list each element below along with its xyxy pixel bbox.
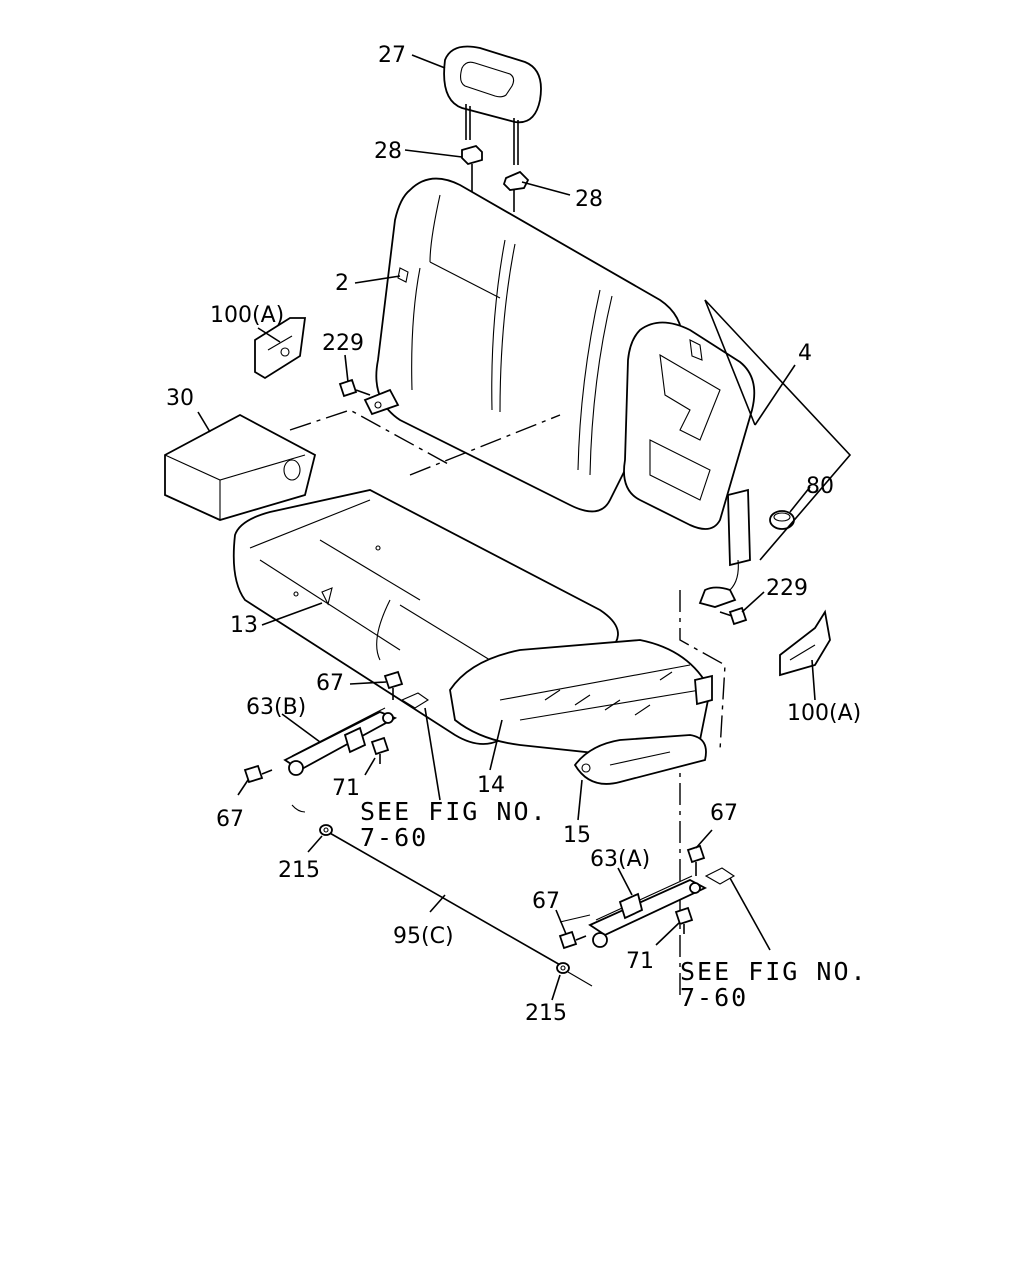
callout-67-right-top: 67 [710, 801, 738, 826]
callout-13: 13 [230, 613, 258, 638]
seat-back-part [363, 177, 684, 513]
callout-100a-right: 100(A) [787, 701, 861, 726]
callout-80: 80 [806, 474, 834, 499]
headrest-part [443, 45, 542, 165]
see-fig-reference-1-line1: SEE FIG NO. [360, 797, 548, 826]
callout-27: 27 [378, 43, 406, 68]
assembly-leader-lines [289, 409, 726, 1000]
clip-part [769, 510, 795, 530]
callout-67-left: 67 [216, 807, 244, 832]
callout-215-bottom: 215 [525, 1001, 567, 1026]
cable-95c-part [291, 804, 593, 987]
callout-229-left: 229 [322, 331, 364, 356]
seat-back-frame-part [623, 321, 756, 608]
callout-63b: 63(B) [246, 695, 306, 720]
seat-frame-part [449, 639, 713, 785]
armrest-box-part [164, 413, 317, 521]
callout-28-left: 28 [374, 139, 402, 164]
seat-rail-63a-part [559, 867, 736, 948]
callout-14: 14 [477, 773, 505, 798]
bolt-67-71-parts [243, 670, 706, 950]
see-fig-reference-2-line1: SEE FIG NO. [680, 957, 868, 986]
see-fig-reference-1-line2: 7-60 [360, 823, 428, 852]
callout-15: 15 [563, 823, 591, 848]
callout-28-right: 28 [575, 187, 603, 212]
callout-30: 30 [166, 386, 194, 411]
cover-100a-parts [254, 317, 831, 677]
figure-references: SEE FIG NO. 7-60 SEE FIG NO. 7-60 [360, 797, 868, 1012]
callout-63a: 63(A) [590, 847, 650, 872]
callout-100a-left: 100(A) [210, 303, 284, 328]
callout-67-right-left: 67 [532, 889, 560, 914]
callout-71-right: 71 [626, 949, 654, 974]
callout-71-left: 71 [332, 776, 360, 801]
see-fig-reference-2-line2: 7-60 [680, 983, 748, 1012]
seat-rail-63b-part [283, 692, 430, 776]
callout-95c: 95(C) [393, 924, 454, 949]
callout-215-top: 215 [278, 858, 320, 883]
callout-labels: 27 28 28 2 100(A) 229 30 4 80 229 13 100… [166, 43, 861, 1026]
callout-2: 2 [335, 271, 349, 296]
callout-leader-lines [197, 54, 852, 1001]
callout-67-top: 67 [316, 671, 344, 696]
callout-229-right: 229 [766, 576, 808, 601]
callout-4: 4 [798, 341, 812, 366]
